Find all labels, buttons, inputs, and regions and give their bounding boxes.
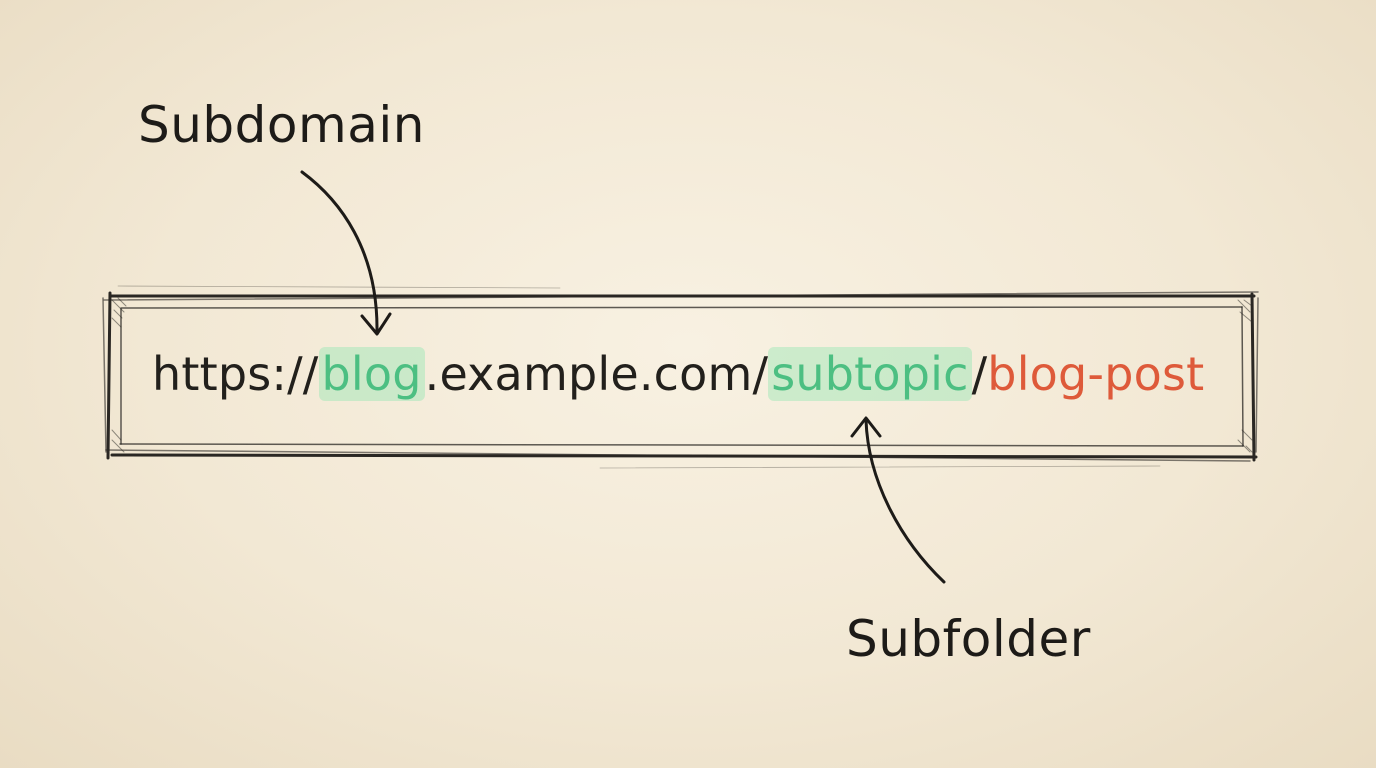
url-slug: blog-post (987, 347, 1205, 401)
url-text: https://blog.example.com/subtopic/blog-p… (152, 347, 1204, 402)
subdomain-label: Subdomain (138, 96, 425, 154)
url-separator: / (971, 347, 988, 401)
url-subdomain: blog (318, 347, 425, 401)
subfolder-arrow (850, 416, 946, 584)
subdomain-arrow (300, 170, 392, 336)
url-domain: .example.com/ (424, 347, 769, 401)
subfolder-label: Subfolder (846, 610, 1091, 668)
url-scheme: https:// (152, 347, 319, 401)
url-subfolder: subtopic (768, 347, 972, 401)
url-box-frame (102, 285, 1259, 469)
url-box: https://blog.example.com/subtopic/blog-p… (108, 296, 1256, 456)
